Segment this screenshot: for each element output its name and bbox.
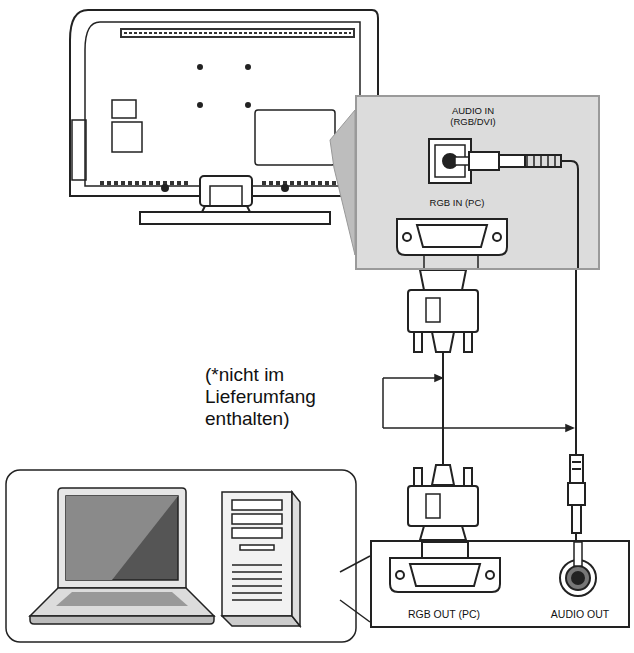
delivery-note: (*nicht im Lieferumfang enthalten) xyxy=(205,364,345,430)
output-ports xyxy=(390,542,596,596)
port-label: AUDIO OUT xyxy=(532,608,628,620)
tv-back xyxy=(70,10,378,224)
note-bracket xyxy=(383,375,573,431)
input-ports xyxy=(397,139,578,268)
port-label: RGB OUT (PC) xyxy=(380,608,508,620)
audio-plug xyxy=(568,455,585,540)
vga-plug xyxy=(408,465,478,540)
port-label: RGB IN (PC) xyxy=(397,197,517,208)
port-label: AUDIO IN (RGB/DVI) xyxy=(437,105,509,127)
computer-inset xyxy=(6,470,370,642)
vga-plug xyxy=(408,270,478,352)
output-panel: RGB OUT (PC) AUDIO OUT xyxy=(370,540,630,628)
input-panel: AUDIO IN (RGB/DVI) RGB IN (PC) xyxy=(355,95,600,270)
zoom-wedge xyxy=(330,110,355,255)
